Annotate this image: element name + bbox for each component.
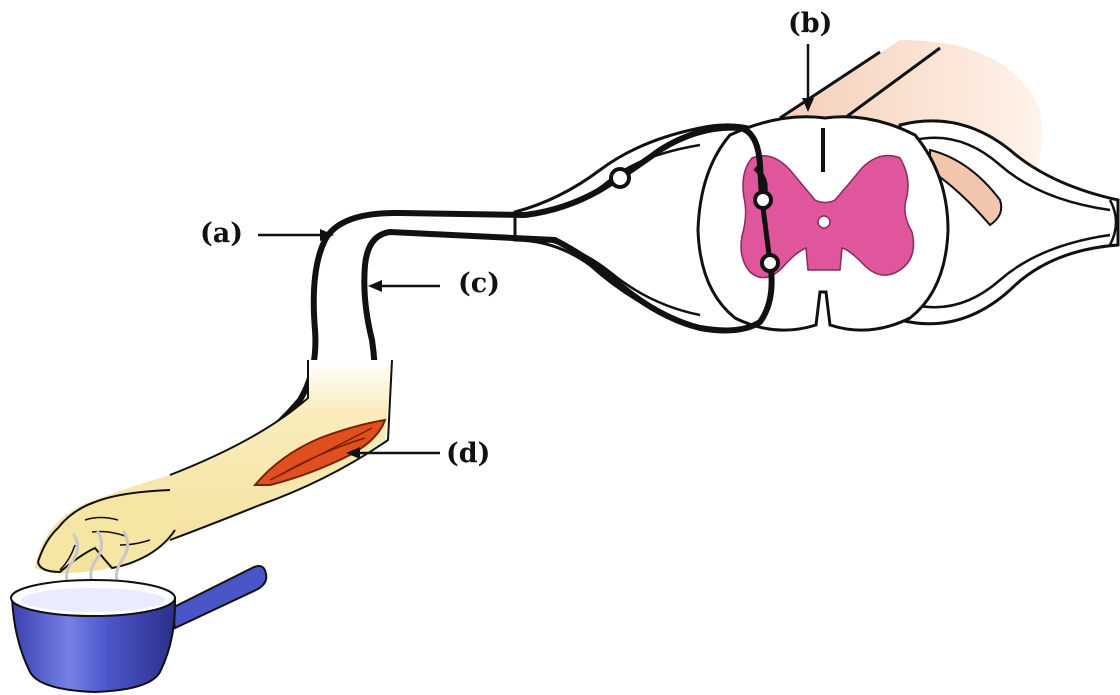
label-a: (a)	[200, 220, 243, 247]
label-b: (b)	[788, 10, 832, 37]
hot-pot-icon	[11, 566, 266, 692]
label-c: (c)	[458, 270, 500, 297]
label-d: (d)	[446, 440, 490, 467]
arm	[35, 360, 392, 573]
hand	[38, 490, 175, 572]
